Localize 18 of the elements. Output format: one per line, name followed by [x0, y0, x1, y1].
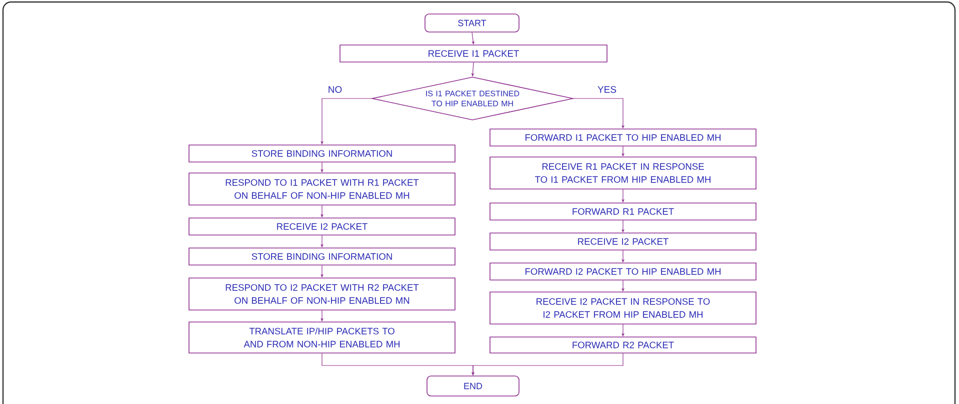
process-box: STORE BINDING INFORMATION: [188, 144, 456, 162]
process-box: RESPOND TO I1 PACKET WITH R1 PACKET ON BEHALF OF NON-HIP ENABLED MH: [188, 172, 456, 206]
process-box: FORWARD I1 PACKET TO HIP ENABLED MH: [490, 128, 756, 146]
process-box: RECEIVE R1 PACKET IN RESPONSE TO I1 PACKET FROM HIP ENABLED MH: [490, 156, 756, 190]
process-box: RECEIVE I2 PACKET: [188, 218, 456, 236]
process-box: RESPOND TO I2 PACKET WITH R2 PACKET ON BEHALF OF NON-HIP ENABLED MN: [188, 278, 456, 310]
process-box: RECEIVE I2 PACKET: [490, 232, 756, 250]
edge-label: YES: [596, 85, 618, 94]
process-box: FORWARD R2 PACKET: [490, 336, 756, 354]
edge-label: NO: [326, 85, 344, 94]
process-box: RECEIVE I1 PACKET: [340, 44, 608, 62]
process-box: FORWARD R1 PACKET: [490, 202, 756, 220]
process-box: STORE BINDING INFORMATION: [188, 248, 456, 266]
process-box: FORWARD I2 PACKET TO HIP ENABLED MH: [490, 262, 756, 280]
terminal-box: END: [426, 376, 520, 396]
terminal-box: START: [424, 14, 520, 32]
process-box: TRANSLATE IP/HIP PACKETS TO AND FROM NON-HIP ENABLED MH: [188, 322, 456, 354]
process-box: RECEIVE I2 PACKET IN RESPONSE TO I2 PACKET FROM HIP ENABLED MH: [490, 292, 756, 324]
